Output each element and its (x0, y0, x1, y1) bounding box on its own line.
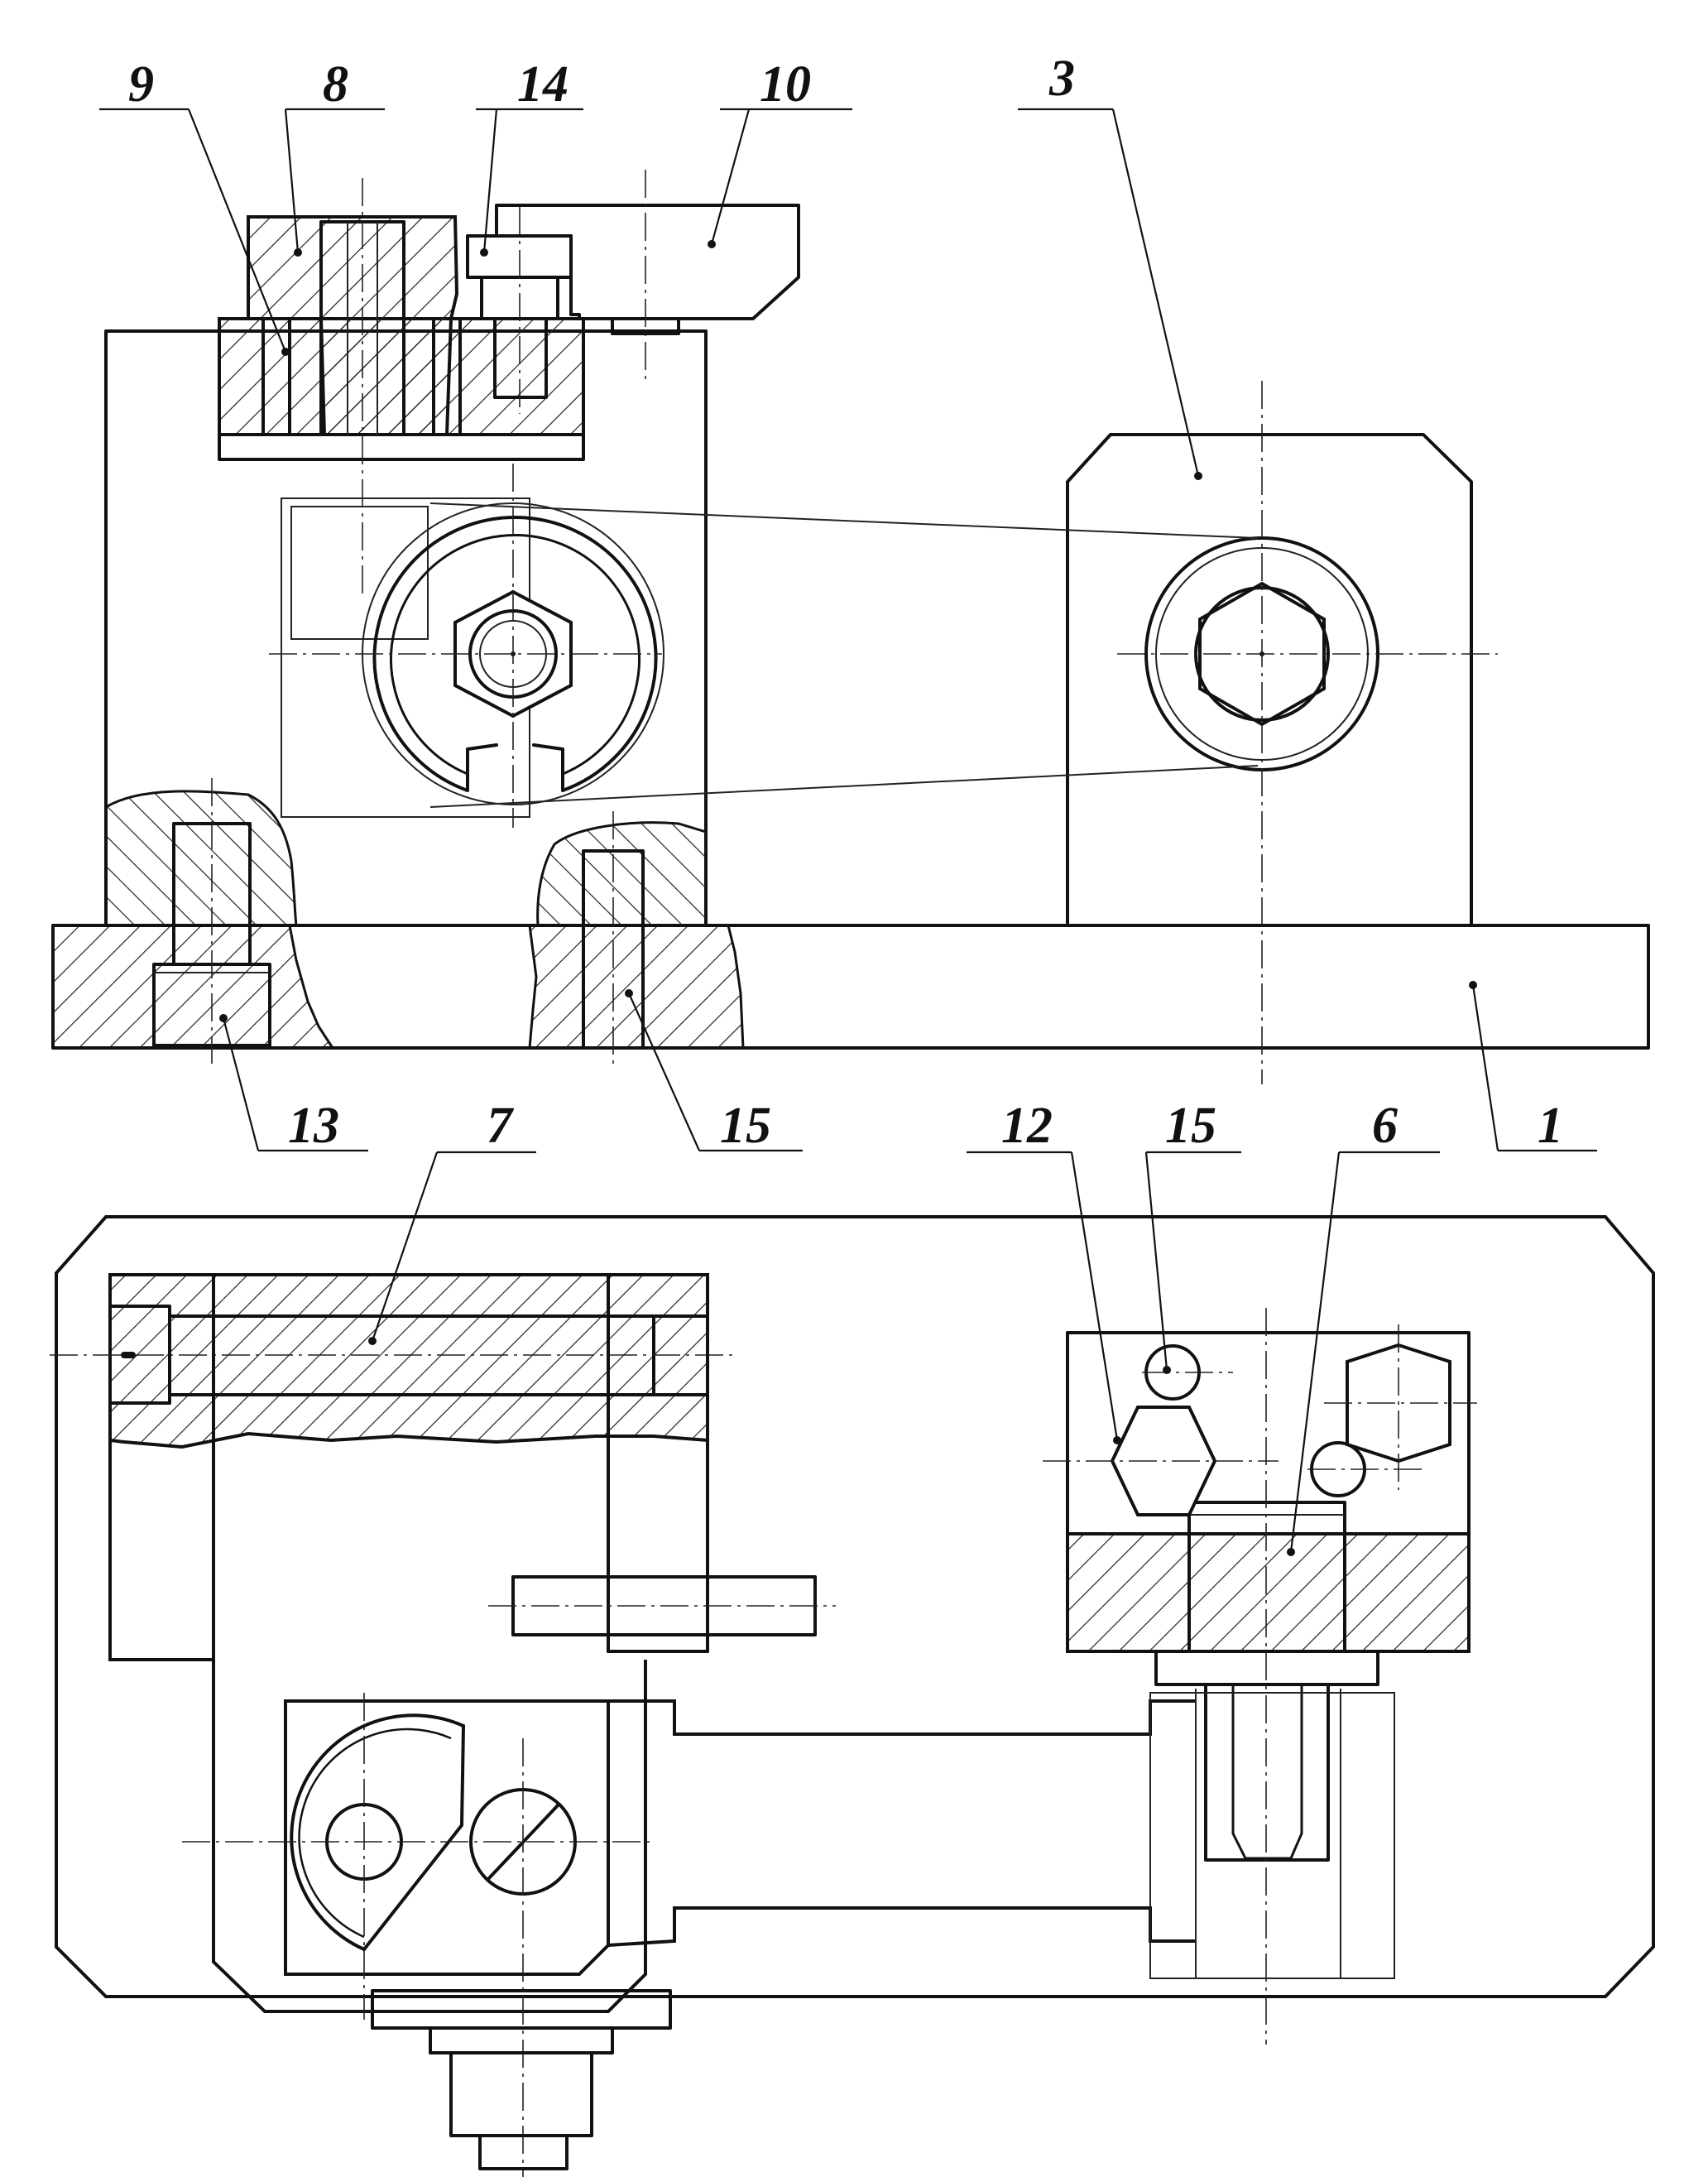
base-section-middle (528, 924, 745, 1050)
hex-socket (1198, 581, 1326, 727)
cam-disk (372, 516, 658, 792)
callout-6: 6 (1372, 1098, 1398, 1154)
callouts: 9 8 14 10 3 13 15 1 7 12 (99, 50, 1597, 1553)
lever-arm (284, 1699, 610, 1976)
callout-14: 14 (517, 56, 569, 113)
holder-plate (218, 433, 585, 461)
callout-13: 13 (288, 1098, 339, 1154)
base-section-left (51, 924, 335, 1050)
bottom-bolt-tip (478, 2134, 569, 2170)
lever-link (608, 1699, 1196, 1736)
callout-8: 8 (323, 56, 348, 113)
screw-14-thread (493, 317, 548, 399)
clamp-10 (495, 204, 800, 320)
callout-9: 9 (128, 56, 154, 113)
lever-link-bottom (607, 1906, 1196, 1947)
bottom-bolt-collar (429, 2026, 614, 2054)
screw-6-socket (1231, 1684, 1303, 1860)
screw-6-shank (1204, 1683, 1330, 1862)
callout-10: 10 (760, 56, 811, 113)
top-view (50, 1215, 1655, 2177)
bracket-3 (1066, 433, 1473, 927)
callout-15-front: 15 (720, 1098, 771, 1154)
clamp-block-hatched (1066, 1532, 1471, 1653)
cam-top-inner (298, 1728, 452, 1939)
body-section-left (104, 790, 298, 927)
callout-12: 12 (1001, 1098, 1053, 1154)
cam-disk-inner (390, 534, 640, 776)
callout-3: 3 (1048, 50, 1075, 107)
callout-1: 1 (1538, 1098, 1563, 1154)
slot-window-inner (290, 506, 429, 640)
body-top-outline (108, 1440, 647, 2013)
body-section-right (536, 821, 708, 927)
callout-15-top: 15 (1165, 1098, 1216, 1154)
leader-dots (219, 240, 1477, 1556)
body-top-hatched (108, 1273, 709, 1449)
front-view (51, 170, 1650, 1084)
bottom-bolt-head (449, 2051, 593, 2137)
cam-top (290, 1713, 466, 1952)
top-plate (55, 1215, 1655, 1998)
screw-6-guide (1149, 1692, 1395, 1979)
callout-7: 7 (487, 1098, 515, 1154)
screw-6-washer (1154, 1650, 1379, 1686)
